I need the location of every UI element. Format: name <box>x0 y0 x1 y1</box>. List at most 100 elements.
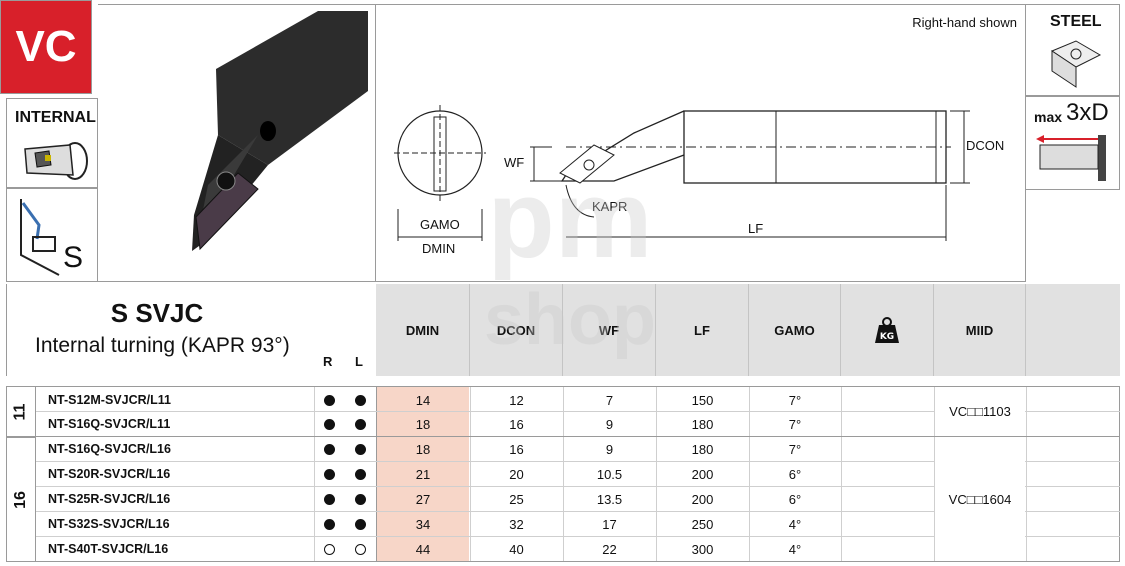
tool-holder-image <box>192 11 368 251</box>
gamo-value: 4° <box>788 516 802 532</box>
vc-badge: VC <box>0 0 92 94</box>
dmin-value: 44 <box>415 541 431 557</box>
col-gamo: GAMO <box>749 284 841 376</box>
dcon-value: 16 <box>509 441 524 457</box>
dmin-highlight <box>377 387 469 561</box>
s-shape-icon <box>20 199 60 276</box>
dmin-value: 14 <box>415 392 431 408</box>
hand-l-availability <box>345 388 376 412</box>
insert-icon <box>1050 40 1102 88</box>
col-miid: MIID <box>934 284 1026 376</box>
hand-r-availability <box>314 537 345 561</box>
product-code[interactable]: NT-S12M-SVJCR/L11 <box>48 393 171 407</box>
kapr-label: KAPR <box>592 199 628 214</box>
hand-r-availability <box>314 512 345 536</box>
hand-r-header: R <box>323 354 333 369</box>
s-type-box: S <box>6 188 98 282</box>
wf-value: 9 <box>605 416 614 432</box>
product-code[interactable]: NT-S20R-SVJCR/L16 <box>48 467 171 481</box>
group-size-11: 11 <box>6 387 36 436</box>
col-dcon: DCON <box>470 284 563 376</box>
dcon-value: 32 <box>509 516 524 532</box>
dcon-label: DCON <box>966 138 1005 153</box>
lf-value: 300 <box>691 541 714 557</box>
svg-text:KG: KG <box>880 332 894 342</box>
internal-boring-icon <box>24 142 88 180</box>
product-code[interactable]: NT-S25R-SVJCR/L16 <box>48 492 171 506</box>
gamo-value: 6° <box>788 466 802 482</box>
gamo-value: 7° <box>788 392 802 408</box>
col-blank <box>1026 284 1120 376</box>
gamo-value: 7° <box>788 441 802 457</box>
hand-r-availability <box>314 462 345 486</box>
dcon-value: 12 <box>509 392 524 408</box>
lf-value: 250 <box>691 516 714 532</box>
hand-l-availability <box>345 437 376 461</box>
product-code[interactable]: NT-S32S-SVJCR/L16 <box>48 517 170 531</box>
table-body <box>6 386 1120 562</box>
wf-value: 22 <box>602 541 617 557</box>
dcon-value: 16 <box>509 416 524 432</box>
wf-label: WF <box>504 155 525 170</box>
dmin-value: 21 <box>415 466 431 482</box>
product-code[interactable]: NT-S40T-SVJCR/L16 <box>48 542 169 556</box>
lf-value: 200 <box>691 466 714 482</box>
wf-value: 17 <box>602 516 617 532</box>
internal-label: INTERNAL <box>15 109 96 126</box>
hand-r-availability <box>314 388 345 412</box>
max-depth-box: max 3xD <box>1026 96 1120 190</box>
dcon-value: 25 <box>509 491 524 507</box>
dmin-value: 34 <box>415 516 431 532</box>
hand-l-availability <box>345 537 376 561</box>
technical-drawing-area: Right-hand shown WF DCON KAPR LF GAMO <box>376 4 1026 282</box>
depth-arrow-icon <box>1036 135 1106 181</box>
hand-r-availability <box>314 437 345 461</box>
dmin-value: 18 <box>415 416 431 432</box>
hand-r-availability <box>314 487 345 511</box>
gamo-value: 4° <box>788 541 802 557</box>
dmin-value: 27 <box>415 491 431 507</box>
dmin-label: DMIN <box>422 241 456 256</box>
wf-value: 9 <box>605 441 614 457</box>
gamo-label: GAMO <box>420 217 460 232</box>
max-depth-value: 3xD <box>1066 99 1109 126</box>
hand-l-availability <box>345 412 376 436</box>
lf-label: LF <box>748 221 764 236</box>
col-wf: WF <box>563 284 656 376</box>
col-dmin: DMIN <box>376 284 470 376</box>
lf-value: 180 <box>691 441 714 457</box>
tool-photo-area <box>98 4 376 282</box>
product-title: S SVJC <box>110 298 204 328</box>
miid-cell-11: VC□□1103 <box>935 388 1025 435</box>
lf-value: 200 <box>691 491 714 507</box>
hand-l-header: L <box>355 354 363 369</box>
steel-box: STEEL <box>1026 4 1120 96</box>
s-mark: S <box>63 241 84 274</box>
gamo-value: 6° <box>788 491 802 507</box>
product-header: S SVJC Internal turning (KAPR 93°) R L <box>6 284 376 376</box>
col-weight: KG <box>841 284 934 376</box>
product-code[interactable]: NT-S16Q-SVJCR/L11 <box>48 417 171 431</box>
gamo-value: 7° <box>788 416 802 432</box>
hand-r-availability <box>314 412 345 436</box>
product-code[interactable]: NT-S16Q-SVJCR/L16 <box>48 442 171 456</box>
wf-value: 13.5 <box>596 491 623 507</box>
hand-l-availability <box>345 512 376 536</box>
dcon-value: 40 <box>509 541 524 557</box>
hand-l-availability <box>345 487 376 511</box>
right-hand-note: Right-hand shown <box>912 15 1017 30</box>
product-subtitle: Internal turning (KAPR 93°) <box>35 334 290 357</box>
lf-value: 180 <box>691 416 714 432</box>
group-size-16: 16 <box>6 437 36 561</box>
weight-kg-icon: KG <box>875 317 899 343</box>
max-label: max <box>1034 109 1063 125</box>
col-lf: LF <box>656 284 749 376</box>
dmin-value: 18 <box>415 441 431 457</box>
tool-dimension-drawing <box>394 105 970 241</box>
steel-label: STEEL <box>1050 13 1102 30</box>
wf-value: 10.5 <box>596 466 623 482</box>
lf-value: 150 <box>691 392 714 408</box>
internal-box: INTERNAL <box>6 98 98 188</box>
wf-value: 7 <box>605 392 614 408</box>
dcon-value: 20 <box>509 466 524 482</box>
